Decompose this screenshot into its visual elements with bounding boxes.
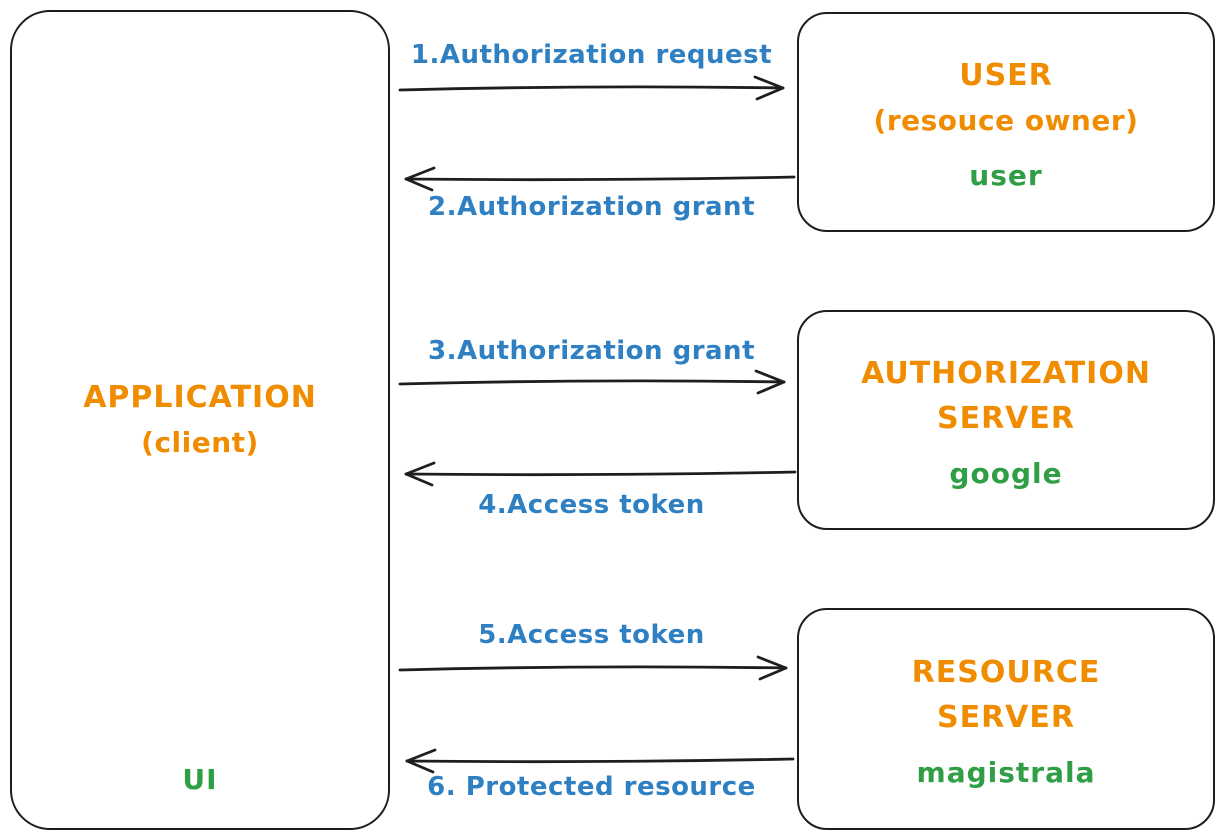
message-label-authorization-grant-2: 2.Authorization grant bbox=[428, 192, 755, 222]
arrow-4-access-token bbox=[404, 461, 797, 487]
message-label-access-token-4: 4.Access token bbox=[478, 490, 705, 520]
user-name: USER bbox=[959, 57, 1053, 93]
node-resource-server: RESOURCE SERVER magistrala bbox=[797, 608, 1215, 830]
node-user: USER (resouce owner) user bbox=[797, 12, 1215, 232]
authorization-server-instance: google bbox=[949, 456, 1063, 490]
message-label-protected-resource: 6. Protected resource bbox=[427, 772, 756, 802]
authorization-server-name-line2: SERVER bbox=[936, 400, 1075, 436]
user-qualifier: (resouce owner) bbox=[873, 103, 1139, 137]
arrow-5-access-token bbox=[398, 655, 788, 681]
arrow-6-protected-resource bbox=[405, 748, 795, 774]
application-qualifier: (client) bbox=[141, 426, 259, 459]
arrow-1-authorization-request bbox=[398, 75, 785, 101]
application-instance: UI bbox=[182, 763, 218, 796]
arrow-3-authorization-grant bbox=[398, 369, 786, 395]
resource-server-name-line2: SERVER bbox=[936, 699, 1075, 735]
arrow-2-authorization-grant bbox=[404, 166, 796, 192]
resource-server-instance: magistrala bbox=[916, 755, 1096, 789]
node-authorization-server: AUTHORIZATION SERVER google bbox=[797, 310, 1215, 530]
node-application: APPLICATION (client) UI bbox=[10, 10, 390, 830]
message-label-authorization-request: 1.Authorization request bbox=[410, 40, 773, 70]
message-label-access-token-5: 5.Access token bbox=[478, 620, 705, 650]
user-instance: user bbox=[969, 158, 1043, 192]
authorization-server-name-line1: AUTHORIZATION bbox=[861, 355, 1151, 391]
application-name: APPLICATION bbox=[83, 380, 317, 415]
message-label-authorization-grant-3: 3.Authorization grant bbox=[428, 336, 755, 366]
resource-server-name-line1: RESOURCE bbox=[911, 654, 1101, 690]
